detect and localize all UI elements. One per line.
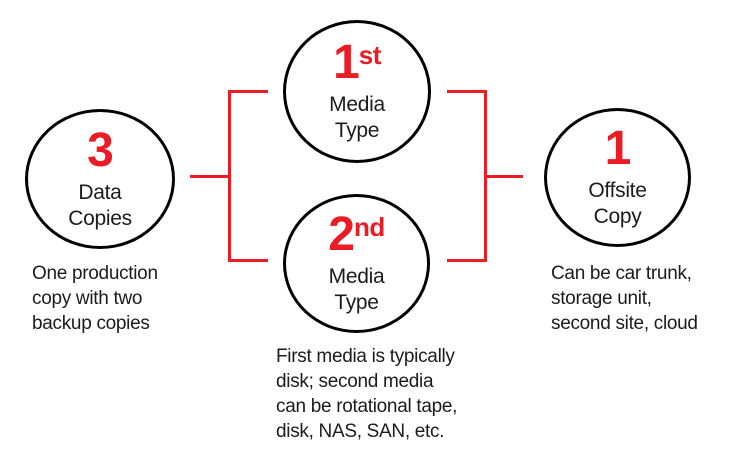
number-digit: 3	[87, 123, 114, 177]
left-bracket-stub-line	[190, 175, 231, 178]
circle-label-line: Copy	[593, 205, 642, 228]
circle-number: 1	[604, 122, 632, 175]
circle-number: 2nd	[328, 208, 385, 261]
circle-3-data-copies: 3 Data Copies	[25, 109, 175, 249]
circle-label-line: Data	[78, 180, 122, 204]
caption-line: backup copies	[32, 313, 150, 334]
left-bracket-vertical-line	[228, 90, 231, 262]
caption-line: copy with two	[32, 288, 143, 309]
right-bracket-top-arm	[447, 90, 487, 93]
caption-line: Can be car trunk,	[551, 263, 692, 284]
number-digit: 1	[333, 36, 360, 89]
caption-offsite-copy: Can be car trunk, storage unit, second s…	[551, 261, 698, 336]
circle-label-line: Media	[329, 93, 385, 116]
circle-label-line: Copies	[68, 206, 132, 230]
circle-label-line: Media	[328, 265, 385, 288]
left-bracket-top-arm	[228, 90, 268, 93]
circle-1-offsite-copy: 1 Offsite Copy	[544, 108, 691, 247]
caption-line: disk; second media	[276, 371, 434, 392]
circle-label-line: Offsite	[588, 179, 647, 202]
circle-1st-media-type: 1st Media Type	[283, 20, 431, 163]
right-bracket-vertical-line	[484, 90, 487, 262]
right-bracket-stub-line	[487, 175, 523, 178]
number-digit: 2	[328, 208, 355, 261]
caption-line: One production	[32, 263, 158, 284]
circle-number: 1st	[333, 39, 381, 87]
ordinal-suffix: nd	[353, 212, 385, 242]
circle-2nd-media-type: 2nd Media Type	[283, 194, 430, 333]
number-digit: 1	[604, 122, 632, 175]
caption-media-types: First media is typically disk; second me…	[276, 344, 457, 444]
circle-label: Media Type	[329, 92, 385, 144]
circle-number: 3	[87, 123, 114, 177]
circle-label-line: Type	[334, 119, 380, 142]
left-bracket-bottom-arm	[228, 259, 268, 262]
caption-line: storage unit,	[551, 288, 652, 309]
caption-line: second site, cloud	[551, 313, 698, 334]
circle-label: Offsite Copy	[588, 178, 647, 230]
circle-label-line: Type	[334, 291, 379, 314]
right-bracket-bottom-arm	[447, 259, 487, 262]
caption-line: can be rotational tape,	[276, 396, 458, 417]
circle-label: Media Type	[329, 264, 385, 316]
caption-data-copies: One production copy with two backup copi…	[32, 261, 158, 336]
circle-label: Data Copies	[68, 180, 132, 232]
caption-line: First media is typically	[276, 346, 455, 367]
ordinal-suffix: st	[358, 40, 382, 70]
caption-line: disk, NAS, SAN, etc.	[276, 421, 445, 442]
